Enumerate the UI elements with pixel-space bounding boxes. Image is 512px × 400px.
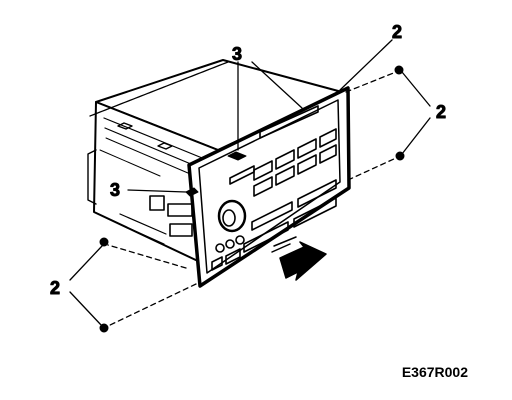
callout-screws-right: 2 [436,102,446,122]
retaining-clip-side [185,187,199,197]
callout-clips-top: 3 [232,44,242,64]
radio-faceplate [185,86,351,288]
callout-screw-top-right: 2 [392,22,402,42]
removal-direction-arrow [271,236,327,281]
callout-clip-left: 3 [110,180,120,200]
screw-top-right [394,65,404,75]
screw-left-upper [99,237,109,247]
round-buttons [215,235,245,253]
leader-lines [69,39,431,327]
faceplate-frame [187,86,351,288]
volume-knob [217,199,247,233]
faceplate-buttons [211,128,337,271]
figure-reference: E367R002 [401,364,468,380]
retaining-clip-top [227,151,247,161]
callout-screws-left: 2 [50,278,60,298]
